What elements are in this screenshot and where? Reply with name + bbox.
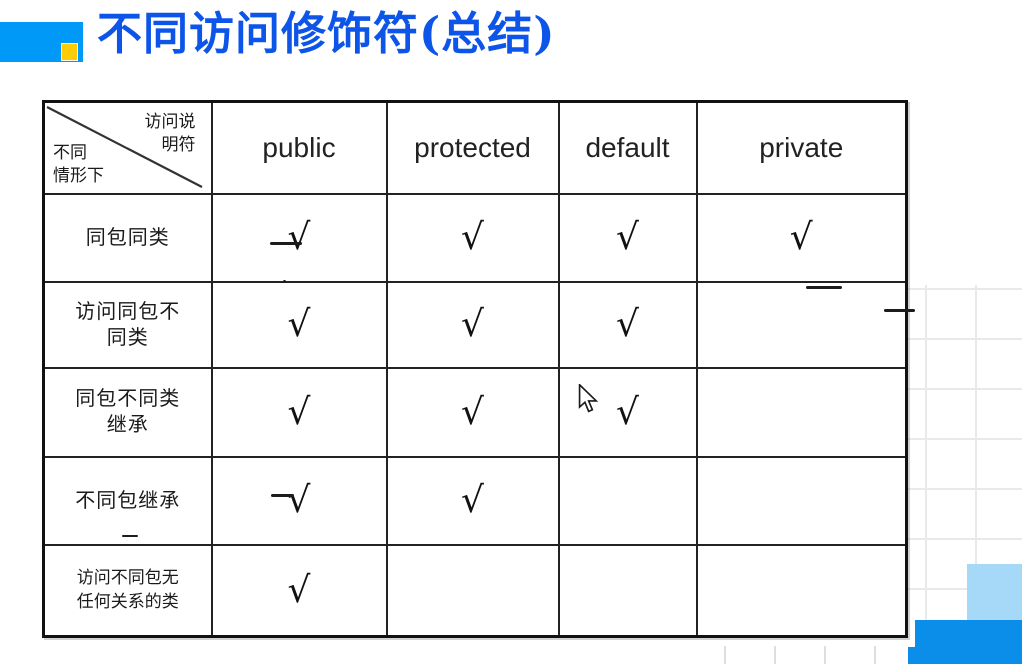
- table-row: 同包不同类 继承√√√: [42, 366, 908, 458]
- column-header-private: private: [695, 100, 908, 195]
- row-label: 同包不同类 继承: [42, 366, 213, 458]
- empty-cell: [557, 455, 698, 546]
- check-mark-cell: √: [385, 192, 560, 283]
- table-row: 访问不同包无 任何关系的类√: [42, 543, 908, 638]
- check-mark-cell: √: [210, 455, 388, 546]
- corner-label-columns: 访问说 明符: [144, 112, 196, 154]
- table-body: 同包同类√√√√访问同包不 同类√√√同包不同类 继承√√√不同包继承√√访问不…: [42, 192, 908, 638]
- bg-grid-line: [906, 588, 1022, 590]
- check-mark-cell: √: [210, 280, 388, 369]
- check-mark-cell: √: [557, 366, 698, 458]
- check-mark-cell: √: [210, 192, 388, 283]
- page-title-main: 不同访问修饰符: [97, 7, 420, 60]
- check-mark-cell: √: [557, 192, 698, 283]
- empty-cell: [385, 543, 560, 638]
- accent-dark-blue-block: [915, 620, 1022, 648]
- bg-grid-line: [906, 538, 1022, 540]
- ink-dash: [884, 309, 915, 312]
- bg-grid-line: [925, 285, 927, 664]
- empty-cell: [695, 455, 908, 546]
- bg-grid-line: [906, 338, 1022, 340]
- check-mark-cell: √: [385, 366, 560, 458]
- row-label: 访问同包不 同类: [42, 280, 213, 369]
- row-label: 不同包继承: [42, 455, 213, 546]
- ink-dash: [270, 242, 302, 245]
- check-mark-cell: √: [385, 280, 560, 369]
- bg-grid-tick: [724, 646, 726, 664]
- empty-cell: [695, 366, 908, 458]
- bg-grid-tick: [774, 646, 776, 664]
- bg-grid-tick: [824, 646, 826, 664]
- row-label: 访问不同包无 任何关系的类: [42, 543, 213, 638]
- page-title: 不同访问修饰符(总结): [97, 6, 556, 62]
- column-header-default: default: [557, 100, 698, 195]
- table-header-row: 访问说 明符 不同 情形下 public protected default p…: [42, 100, 908, 195]
- bg-grid-tick: [874, 646, 876, 664]
- empty-cell: [695, 280, 908, 369]
- ink-dash: [806, 286, 842, 289]
- ink-dash: [122, 535, 138, 537]
- row-label: 同包同类: [42, 192, 213, 283]
- check-mark-cell: √: [695, 192, 908, 283]
- check-mark-cell: √: [557, 280, 698, 369]
- bg-grid-line: [906, 288, 1022, 290]
- ink-dash: [271, 494, 294, 497]
- title-bullet-square: [61, 43, 78, 61]
- ink-dot: [283, 280, 286, 283]
- page-title-paren: (总结): [419, 7, 556, 60]
- table-row: 不同包继承√√: [42, 455, 908, 546]
- accent-light-blue-block: [967, 564, 1022, 621]
- column-header-protected: protected: [385, 100, 560, 195]
- mouse-cursor-icon: [578, 384, 599, 413]
- empty-cell: [557, 543, 698, 638]
- check-mark-cell: √: [210, 543, 388, 638]
- diagonal-divider-line: [46, 106, 203, 188]
- table-row: 同包同类√√√√: [42, 192, 908, 283]
- table-row: 访问同包不 同类√√√: [42, 280, 908, 369]
- bg-grid-line: [906, 388, 1022, 390]
- check-mark-cell: √: [385, 455, 560, 546]
- empty-cell: [695, 543, 908, 638]
- bg-grid-line: [906, 438, 1022, 440]
- column-header-public: public: [210, 100, 388, 195]
- corner-header-cell: 访问说 明符 不同 情形下: [42, 100, 213, 195]
- accent-dark-blue-block: [908, 647, 1022, 664]
- bg-grid-line: [906, 488, 1022, 490]
- bg-grid-line: [975, 285, 977, 664]
- corner-label-rows: 不同 情形下: [53, 142, 104, 185]
- check-mark-cell: √: [210, 366, 388, 458]
- access-modifier-table: 访问说 明符 不同 情形下 public protected default p…: [42, 100, 908, 638]
